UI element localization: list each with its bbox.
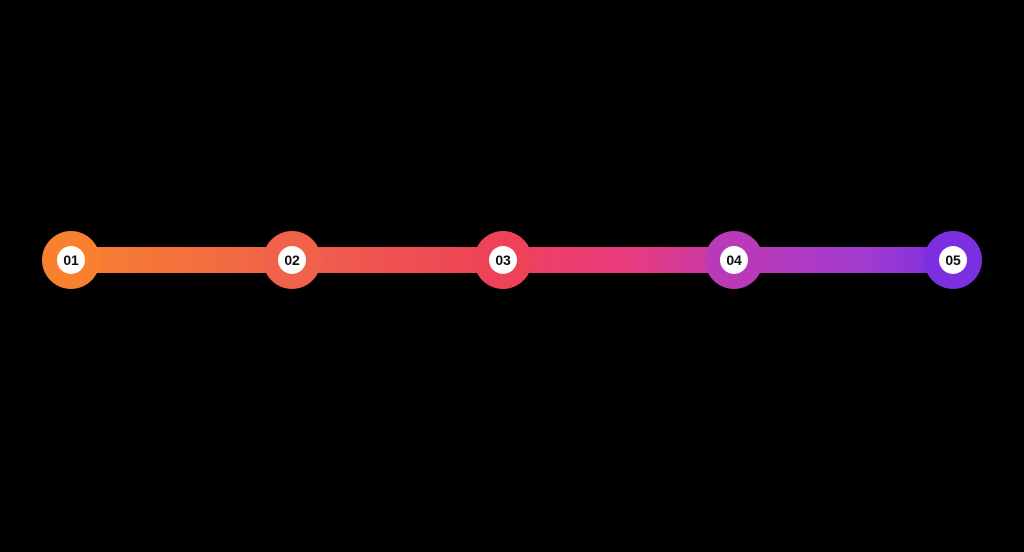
timeline-node-inner-04: 04 (720, 246, 748, 274)
timeline-node-label-01: 01 (63, 252, 79, 268)
timeline-node-label-05: 05 (945, 252, 961, 268)
timeline-node-03[interactable]: 03 (474, 231, 532, 289)
timeline-node-label-02: 02 (284, 252, 300, 268)
timeline-node-label-03: 03 (495, 252, 511, 268)
timeline-node-01[interactable]: 01 (42, 231, 100, 289)
timeline-node-inner-02: 02 (278, 246, 306, 274)
timeline-node-inner-01: 01 (57, 246, 85, 274)
timeline-node-05[interactable]: 05 (924, 231, 982, 289)
timeline-node-04[interactable]: 04 (705, 231, 763, 289)
timeline-node-02[interactable]: 02 (263, 231, 321, 289)
timeline-node-inner-05: 05 (939, 246, 967, 274)
timeline-node-label-04: 04 (726, 252, 742, 268)
timeline-node-inner-03: 03 (489, 246, 517, 274)
